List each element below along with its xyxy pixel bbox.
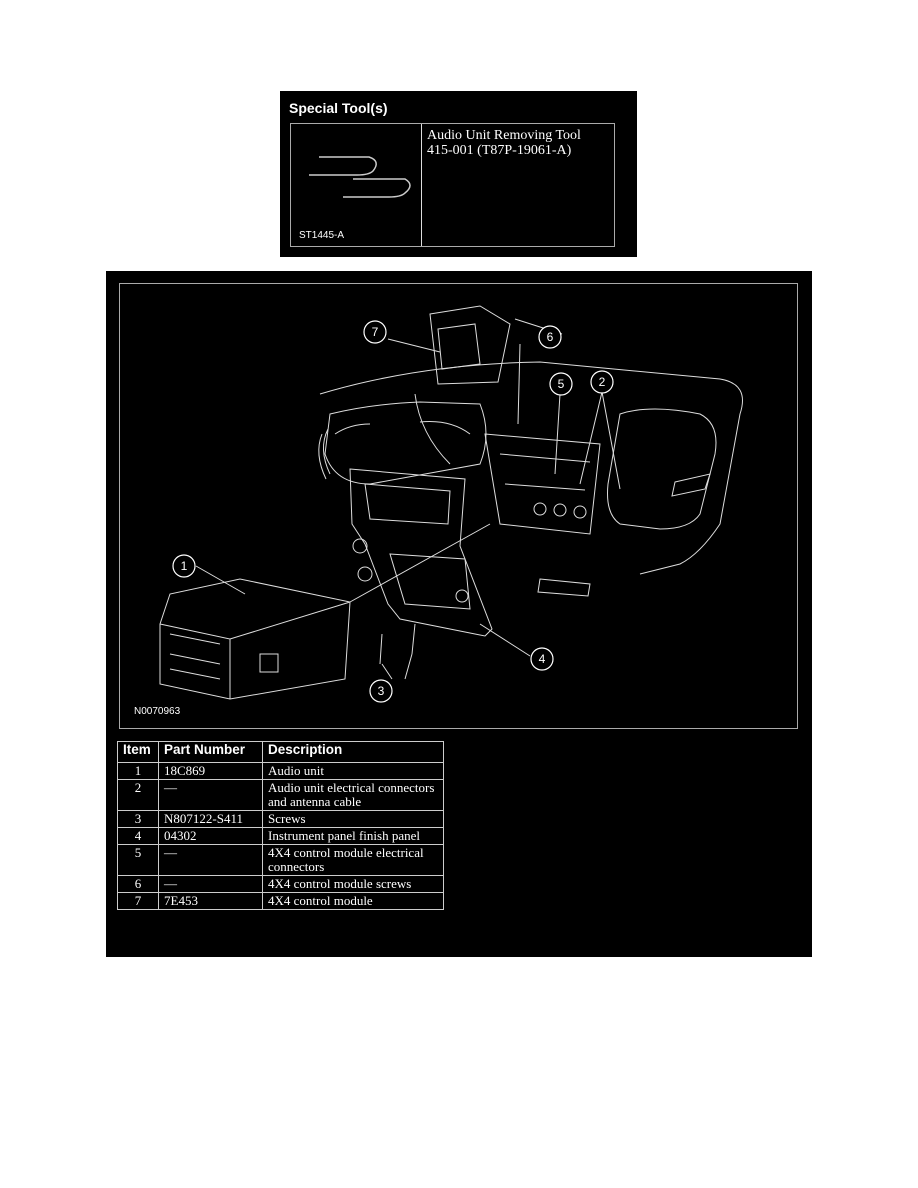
dashboard-exploded-diagram: 1 2 3 4 5 6 7 bbox=[159, 305, 743, 703]
description-cell: 4X4 control module bbox=[262, 892, 444, 910]
description-cell: Screws bbox=[262, 810, 444, 828]
callout-2: 2 bbox=[599, 375, 606, 389]
description-cell: Audio unit electrical connectors and ant… bbox=[262, 779, 444, 811]
header-item: Item bbox=[117, 741, 159, 763]
tool-number: 415-001 (T87P-19061-A) bbox=[427, 143, 572, 158]
callout-5: 5 bbox=[558, 377, 565, 391]
special-tool-table: Audio Unit Removing Tool 415-001 (T87P-1… bbox=[290, 123, 615, 247]
description-cell: 4X4 control module electrical connectors bbox=[262, 844, 444, 876]
description-cell: Audio unit bbox=[262, 762, 444, 780]
item-cell: 4 bbox=[117, 827, 159, 845]
item-cell: 5 bbox=[117, 844, 159, 876]
part-number-cell: — bbox=[158, 844, 263, 876]
part-number-cell: 7E453 bbox=[158, 892, 263, 910]
column-divider bbox=[421, 124, 422, 246]
item-cell: 6 bbox=[117, 875, 159, 893]
part-number-cell: 18C869 bbox=[158, 762, 263, 780]
callout-7: 7 bbox=[372, 325, 379, 339]
figure-box: 1 2 3 4 5 6 7 N0070963 Item Part Number … bbox=[106, 271, 812, 957]
callouts bbox=[172, 320, 614, 703]
table-row: 6—4X4 control module screws bbox=[117, 875, 444, 893]
description-cell: Instrument panel finish panel bbox=[262, 827, 444, 845]
tool-name: Audio Unit Removing Tool bbox=[427, 128, 581, 143]
description-cell: 4X4 control module screws bbox=[262, 875, 444, 893]
item-cell: 7 bbox=[117, 892, 159, 910]
part-number-cell: — bbox=[158, 875, 263, 893]
table-row: 5—4X4 control module electrical connecto… bbox=[117, 844, 444, 876]
table-header: Item Part Number Description bbox=[117, 741, 444, 763]
header-description: Description bbox=[262, 741, 444, 763]
special-tool-box: Special Tool(s) Audio Unit Removing Tool… bbox=[280, 91, 637, 257]
callout-4: 4 bbox=[539, 652, 546, 666]
part-number-cell: N807122-S411 bbox=[158, 810, 263, 828]
part-number-cell: 04302 bbox=[158, 827, 263, 845]
item-cell: 3 bbox=[117, 810, 159, 828]
exploded-view-frame: 1 2 3 4 5 6 7 N0070963 bbox=[119, 283, 798, 729]
tool-description: Audio Unit Removing Tool 415-001 (T87P-1… bbox=[427, 128, 581, 158]
item-cell: 1 bbox=[117, 762, 159, 780]
callout-6: 6 bbox=[547, 330, 554, 344]
callout-1: 1 bbox=[181, 559, 188, 573]
table-row: 2—Audio unit electrical connectors and a… bbox=[117, 779, 444, 811]
part-number-cell: — bbox=[158, 779, 263, 811]
item-cell: 2 bbox=[117, 779, 159, 811]
callout-3: 3 bbox=[378, 684, 385, 698]
header-part-number: Part Number bbox=[158, 741, 263, 763]
removing-tool-illustration bbox=[309, 156, 411, 198]
tool-image-code: ST1445-A bbox=[299, 230, 345, 241]
special-tool-title: Special Tool(s) bbox=[289, 100, 388, 116]
figure-code: N0070963 bbox=[134, 706, 181, 717]
